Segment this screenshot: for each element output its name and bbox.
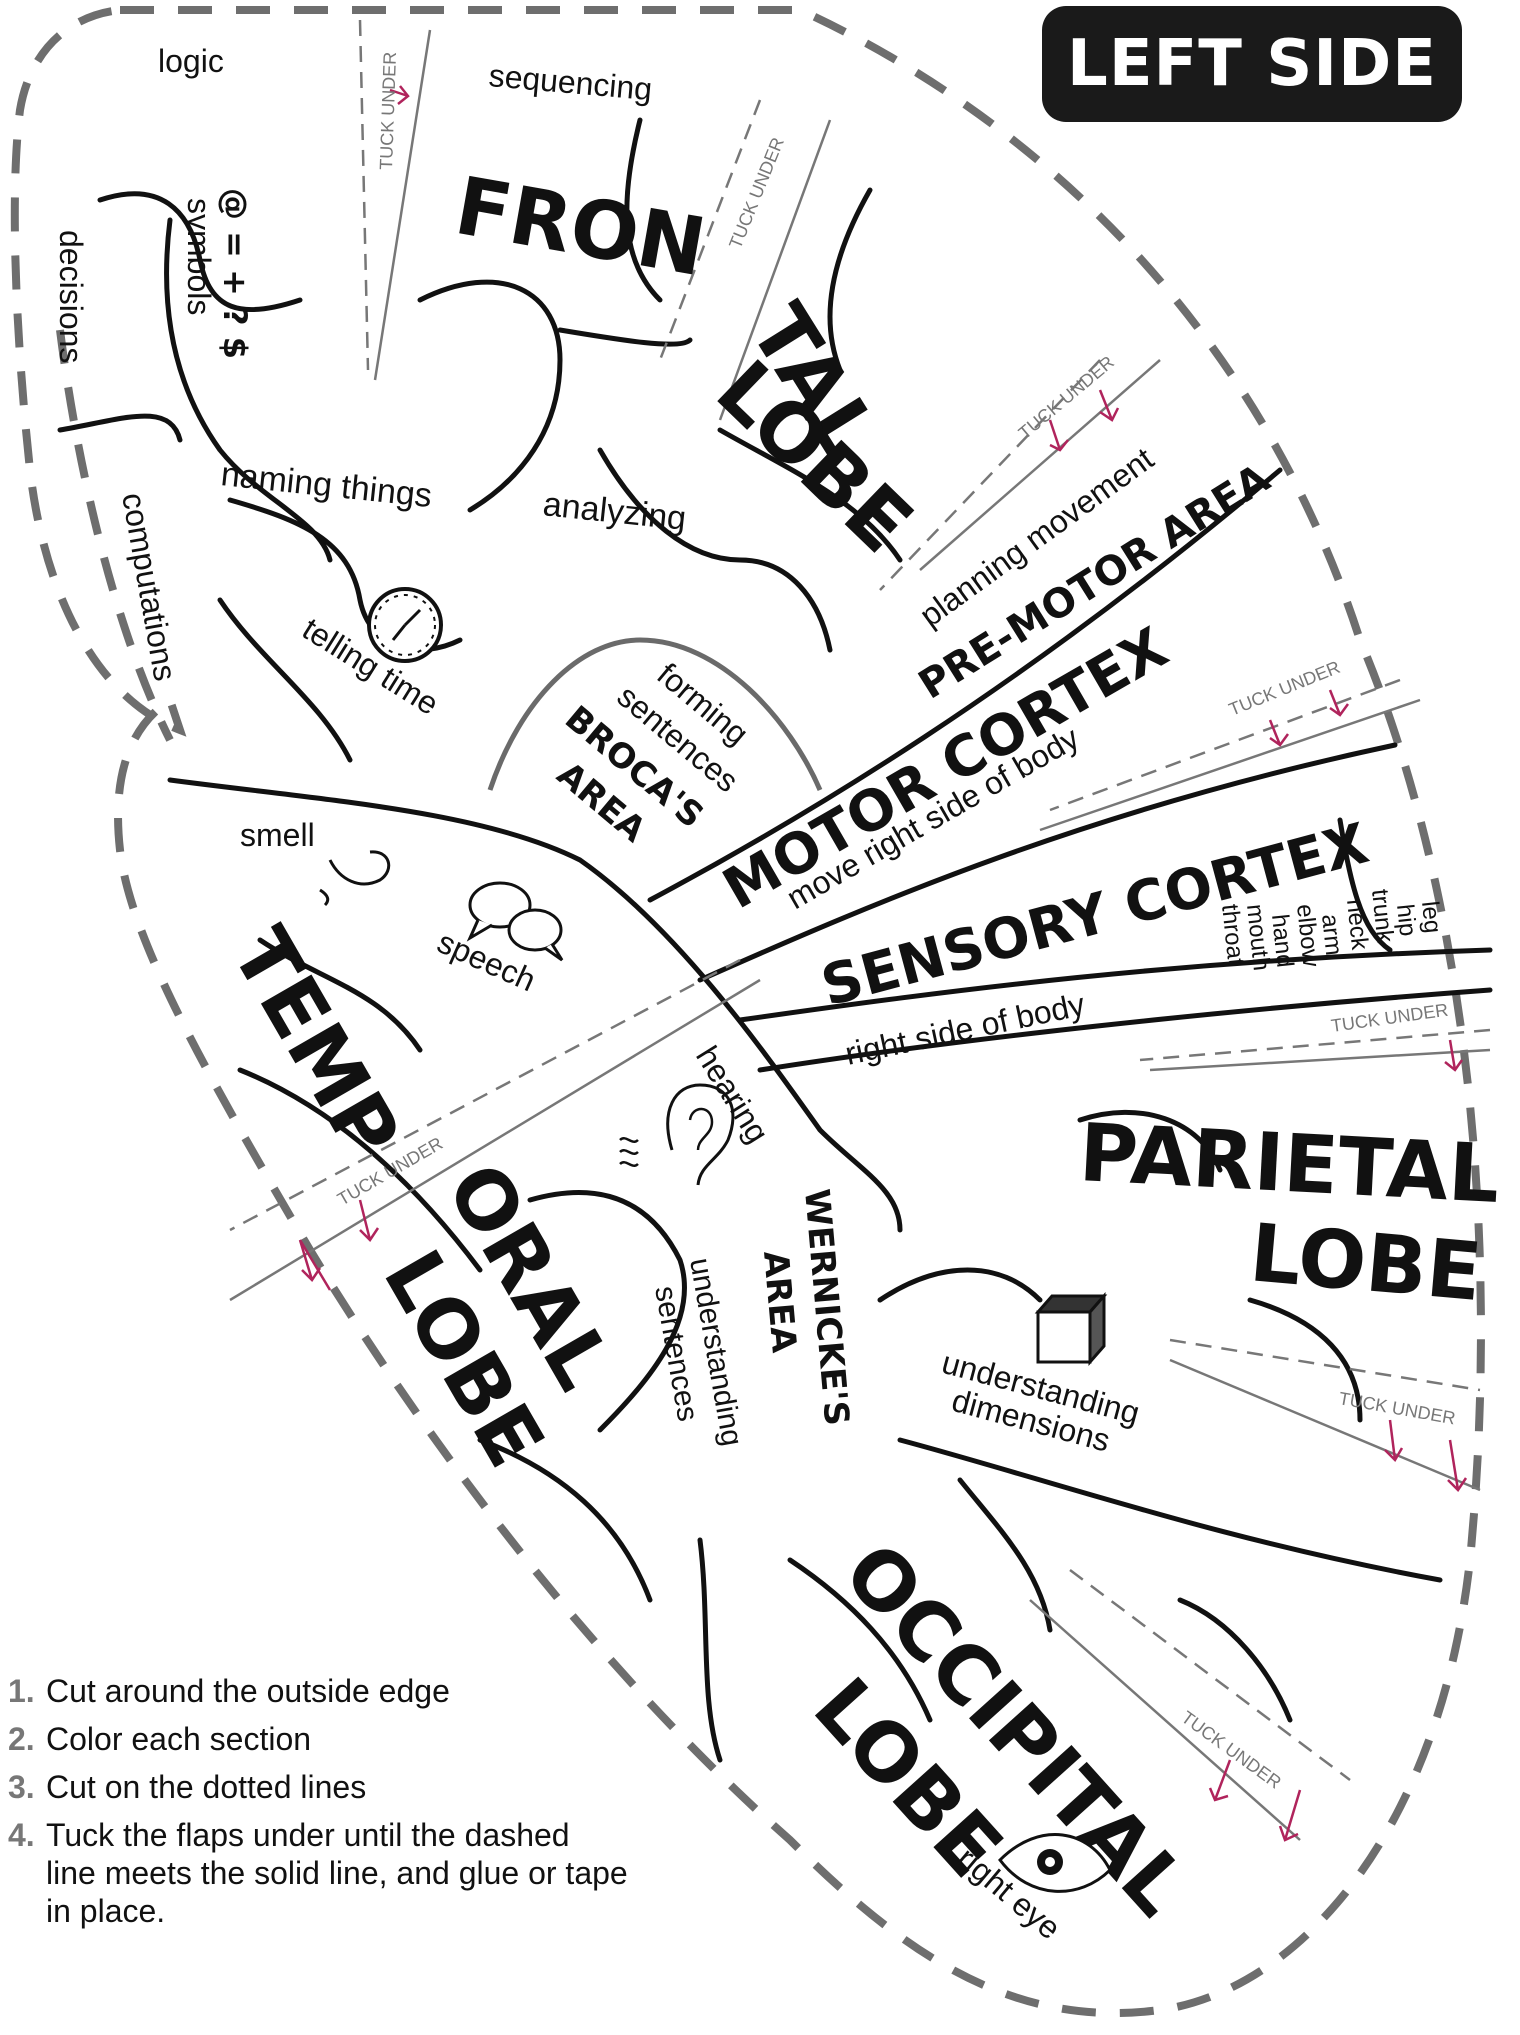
gyrus-line <box>960 1480 1050 1630</box>
instruction-item: 1.Cut around the outside edge <box>8 1672 628 1710</box>
gyrus-line <box>880 1270 1040 1300</box>
tuck-label: TUCK UNDER <box>376 51 400 170</box>
tuck-label: TUCK UNDER <box>1337 1388 1457 1428</box>
gyrus-line <box>1180 1600 1290 1720</box>
parieto-occipital <box>900 1440 1440 1580</box>
symbol-chars: @ = + ? $ <box>216 188 254 359</box>
gyrus-line <box>60 416 180 440</box>
tuck-label: TUCK UNDER <box>1226 657 1343 720</box>
lobe-frontal-1: FRON <box>449 159 713 294</box>
instruction-item: 4.Tuck the flaps under until the dashed … <box>8 1816 628 1930</box>
lobe-parietal-2: LOBE <box>1246 1206 1485 1319</box>
cube-icon <box>1038 1296 1104 1362</box>
logic-label: logic <box>158 43 224 79</box>
body-part-throat: throat <box>1216 903 1249 967</box>
gyrus-line <box>420 282 560 510</box>
analyzing-label: analyzing <box>541 485 688 538</box>
hearing-label: hearing <box>689 1040 776 1150</box>
symbols-label: symbols <box>181 198 217 315</box>
smell-label: smell <box>240 817 315 853</box>
sequencing-label: sequencing <box>487 57 653 107</box>
computations-label: computations <box>115 490 184 684</box>
instructions-list: 1.Cut around the outside edge 2.Color ea… <box>8 1672 628 1940</box>
nose-icon <box>320 852 389 905</box>
flap-sensory <box>1140 1030 1490 1070</box>
wernicke-label-1: WERNICKE'S <box>796 1187 857 1427</box>
lobe-temporal-1: TEMP <box>214 913 418 1174</box>
instruction-item: 3.Cut on the dotted lines <box>8 1768 628 1806</box>
decisions-label: decisions <box>53 230 89 363</box>
instruction-item: 2.Color each section <box>8 1720 628 1758</box>
tuck-label: TUCK UNDER <box>1330 1000 1450 1036</box>
wernicke-label-2: AREA <box>755 1249 804 1355</box>
tuck-label: TUCK UNDER <box>725 135 788 252</box>
gyrus-line <box>700 1540 720 1760</box>
lobe-parietal-1: PARIETAL <box>1077 1106 1502 1221</box>
clock-icon <box>369 589 441 661</box>
